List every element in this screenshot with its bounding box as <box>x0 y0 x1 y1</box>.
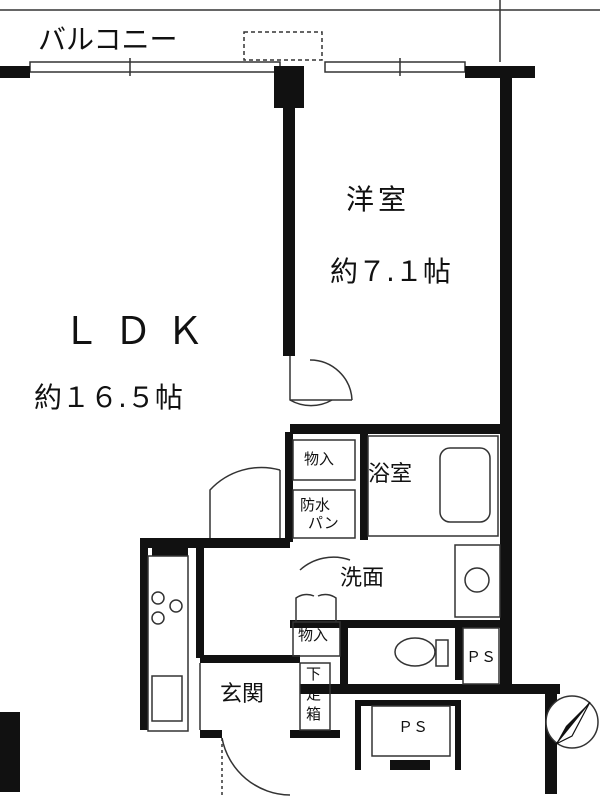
wall <box>290 730 340 738</box>
ps-box <box>371 705 451 757</box>
door-swing <box>295 593 315 622</box>
ps-box <box>462 627 500 685</box>
toilet-icon <box>394 637 436 667</box>
wall <box>300 684 560 694</box>
wall <box>500 66 512 686</box>
kitchen-counter <box>147 555 189 732</box>
door-swing <box>221 737 291 796</box>
wall <box>0 712 20 792</box>
storage-label: 物入 <box>304 450 335 468</box>
wall <box>290 424 502 434</box>
waterproof-pan-label-2: パン <box>308 514 339 532</box>
shoe-box <box>299 662 331 731</box>
western-room-label: 洋室 <box>346 183 411 216</box>
door-swing <box>209 466 281 538</box>
balcony-label: バルコニー <box>38 23 178 56</box>
wall <box>140 538 290 548</box>
entrance-label: 玄関 <box>220 682 265 707</box>
ps-label-2: ＰＳ <box>398 718 429 736</box>
shoe-box-label-2: 足 <box>306 685 322 703</box>
stove-icon <box>151 611 165 625</box>
outdoor-unit <box>243 31 323 61</box>
door-swing <box>309 359 353 401</box>
wall <box>340 628 348 688</box>
window-left <box>29 61 281 73</box>
shoe-box-label-1: 下 <box>306 665 322 683</box>
wall <box>200 730 222 738</box>
bath-area <box>367 435 499 537</box>
door-swing <box>317 593 337 622</box>
waterproof-pan-box <box>292 489 356 539</box>
ldk-label: ＬＤＫ <box>62 309 219 353</box>
stove-icon <box>169 599 183 613</box>
wall <box>355 700 455 706</box>
stove-icon <box>151 591 165 605</box>
wall <box>196 548 204 658</box>
toilet-tank <box>435 639 449 667</box>
wall <box>455 700 461 770</box>
wall <box>285 432 293 542</box>
sink-icon <box>151 675 183 722</box>
wall <box>152 548 188 556</box>
washbasin-box <box>454 544 501 618</box>
wall <box>200 655 300 663</box>
shoe-box-label-3: 箱 <box>306 705 322 723</box>
western-room-size: 約７.１帖 <box>330 255 451 288</box>
door-swing <box>299 556 351 571</box>
window-right <box>324 61 466 73</box>
wall <box>0 66 30 78</box>
wall <box>290 620 500 628</box>
storage-box <box>292 621 341 657</box>
wall <box>140 540 148 730</box>
storage-box <box>292 439 356 481</box>
bathtub-icon <box>439 447 491 523</box>
bath-label: 浴室 <box>368 462 413 487</box>
washroom-label: 洗面 <box>340 566 385 591</box>
washbasin-icon <box>464 567 490 593</box>
north-arrow-icon <box>545 695 599 749</box>
ps-label-1: ＰＳ <box>466 648 497 666</box>
wall <box>390 760 430 770</box>
wall <box>283 100 295 356</box>
storage2-label: 物入 <box>298 626 329 644</box>
waterproof-pan-label-1: 防水 <box>300 496 331 514</box>
wall <box>360 432 368 540</box>
wall <box>355 700 361 770</box>
wall <box>455 620 463 680</box>
ldk-size: 約１６.５帖 <box>34 381 183 414</box>
